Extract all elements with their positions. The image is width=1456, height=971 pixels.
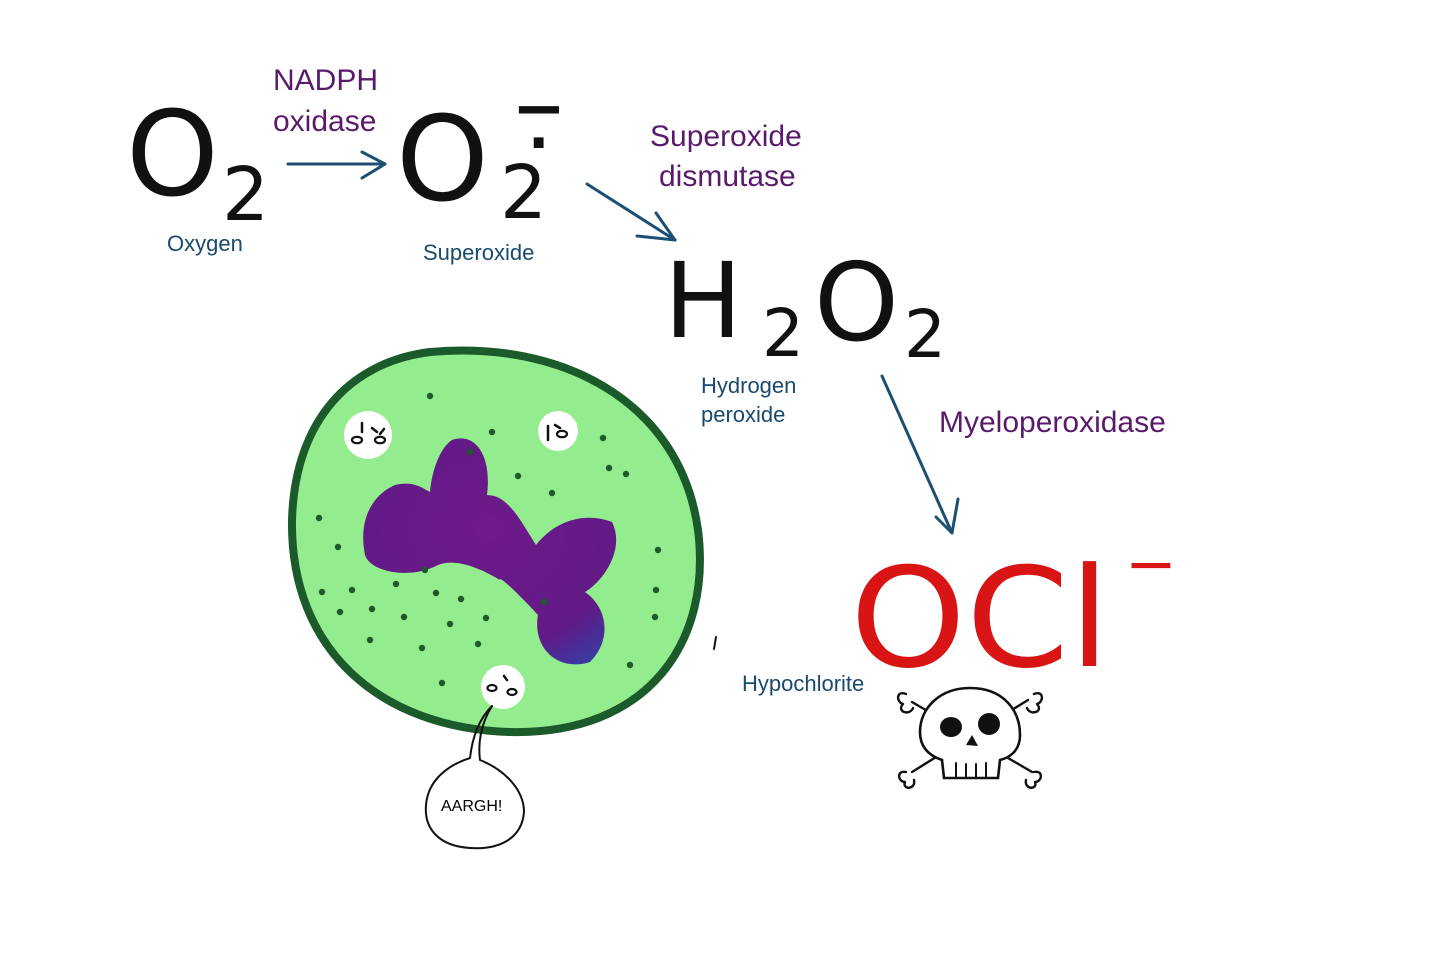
formula-oxygen: O 2: [126, 85, 269, 238]
compound-label-hypochlorite: Hypochlorite: [742, 671, 865, 696]
skull-crossbones-icon: [896, 686, 1044, 789]
svg-text:O: O: [126, 85, 219, 223]
svg-text:2: 2: [762, 295, 804, 372]
arrow-superoxide-to-peroxide: [585, 182, 677, 242]
svg-text:O: O: [814, 241, 899, 366]
formula-hydrogen-peroxide: H 2 O 2: [664, 240, 946, 373]
bacterium-face-icon: [538, 411, 578, 451]
compound-label-hydrogen: Hydrogen: [701, 373, 797, 398]
enzyme-label-nadph-line2: oxidase: [273, 105, 377, 138]
speech-bubble-text: AARGH!: [441, 798, 503, 815]
speech-bubble-shape: [424, 705, 525, 850]
compound-label-peroxide: peroxide: [701, 402, 786, 427]
svg-text:OCl: OCl: [850, 538, 1110, 699]
enzyme-label-sod-line2: dismutase: [659, 160, 796, 193]
arrow-peroxide-to-hypochlorite: [880, 374, 960, 535]
enzyme-label-sod-line1: Superoxide: [650, 120, 802, 153]
formula-hypochlorite: OCl −: [850, 527, 1177, 699]
svg-text:2: 2: [904, 296, 946, 373]
cell-nucleus: [363, 438, 617, 665]
neutrophil-illustration: [287, 346, 704, 737]
svg-text:−: −: [512, 72, 566, 146]
svg-text:H: H: [664, 240, 742, 362]
skull: [918, 686, 1022, 780]
formula-superoxide: O 2 − ·: [396, 72, 566, 236]
arrow-oxygen-to-superoxide: [286, 150, 387, 180]
svg-text:−: −: [1125, 527, 1177, 600]
stray-mark: [713, 636, 717, 650]
svg-text:2: 2: [222, 152, 269, 238]
enzyme-label-myeloperoxidase: Myeloperoxidase: [939, 406, 1166, 439]
bacterium-face-icon: [344, 411, 392, 459]
enzyme-label-nadph-line1: NADPH: [273, 64, 379, 97]
bacterium-face-icon: [481, 665, 525, 709]
compound-label-superoxide: Superoxide: [423, 240, 535, 265]
cytoplasm-granules: [315, 392, 662, 687]
svg-text:·: ·: [528, 111, 549, 176]
svg-text:2: 2: [500, 150, 547, 236]
svg-text:O: O: [396, 90, 489, 228]
compound-label-oxygen: Oxygen: [167, 231, 243, 256]
